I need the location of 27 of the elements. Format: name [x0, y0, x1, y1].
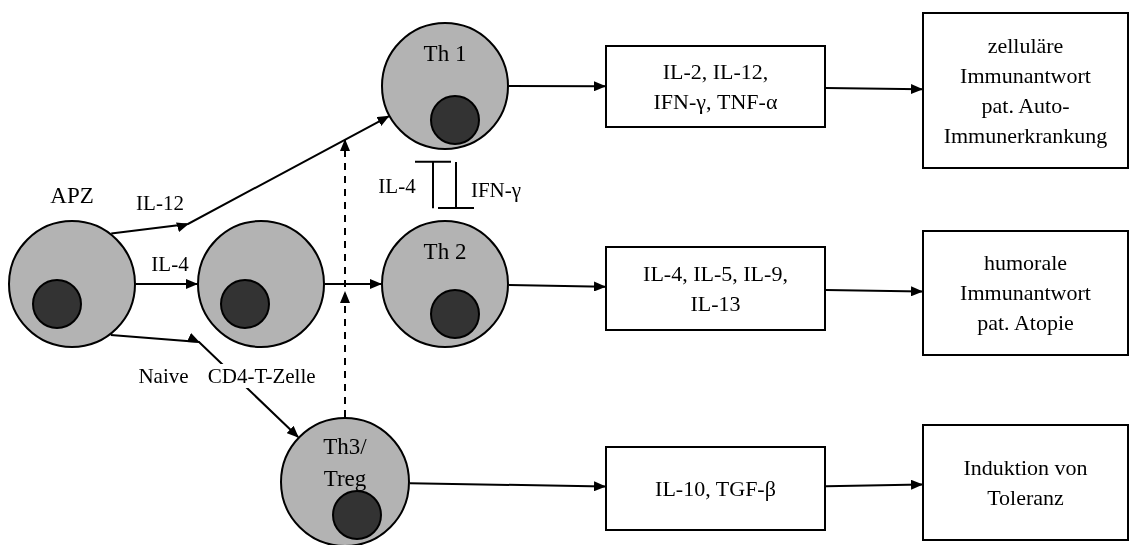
arrow: [508, 281, 606, 292]
arrow: [110, 115, 390, 235]
text-box: [922, 12, 1129, 169]
arrow: [825, 479, 923, 490]
text-box: [605, 446, 826, 531]
arrow: [825, 84, 923, 94]
cell-label: Th3/ Treg: [322, 433, 368, 493]
arrow: [340, 139, 350, 418]
text-box: [922, 424, 1129, 541]
box-text: IL-4, IL-5, IL-9, IL-13: [642, 259, 789, 318]
box-text: pat. Atopie: [977, 309, 1074, 337]
box-text: IL-2, IL-12, IFN-γ, TNF-α: [652, 57, 779, 116]
text-box: [922, 230, 1129, 356]
cell-label: Th 1: [422, 40, 468, 68]
arrow: [508, 81, 606, 92]
arrow: [825, 286, 923, 297]
cell-caption: Naive CD4-T-Zelle: [136, 364, 318, 388]
box-text: Induktion von Toleranz: [962, 453, 1089, 512]
box-text: pat. Auto-Immunerkrankung: [942, 91, 1109, 150]
box-text: IL-10, TGF-β: [655, 474, 776, 503]
arrow: [135, 279, 198, 289]
text-box: [605, 45, 826, 128]
text-box: [605, 246, 826, 331]
arrow: [409, 481, 606, 492]
cell-label: APZ: [49, 182, 95, 210]
cell-label: Th 2: [422, 238, 468, 266]
arrow: [324, 279, 382, 289]
